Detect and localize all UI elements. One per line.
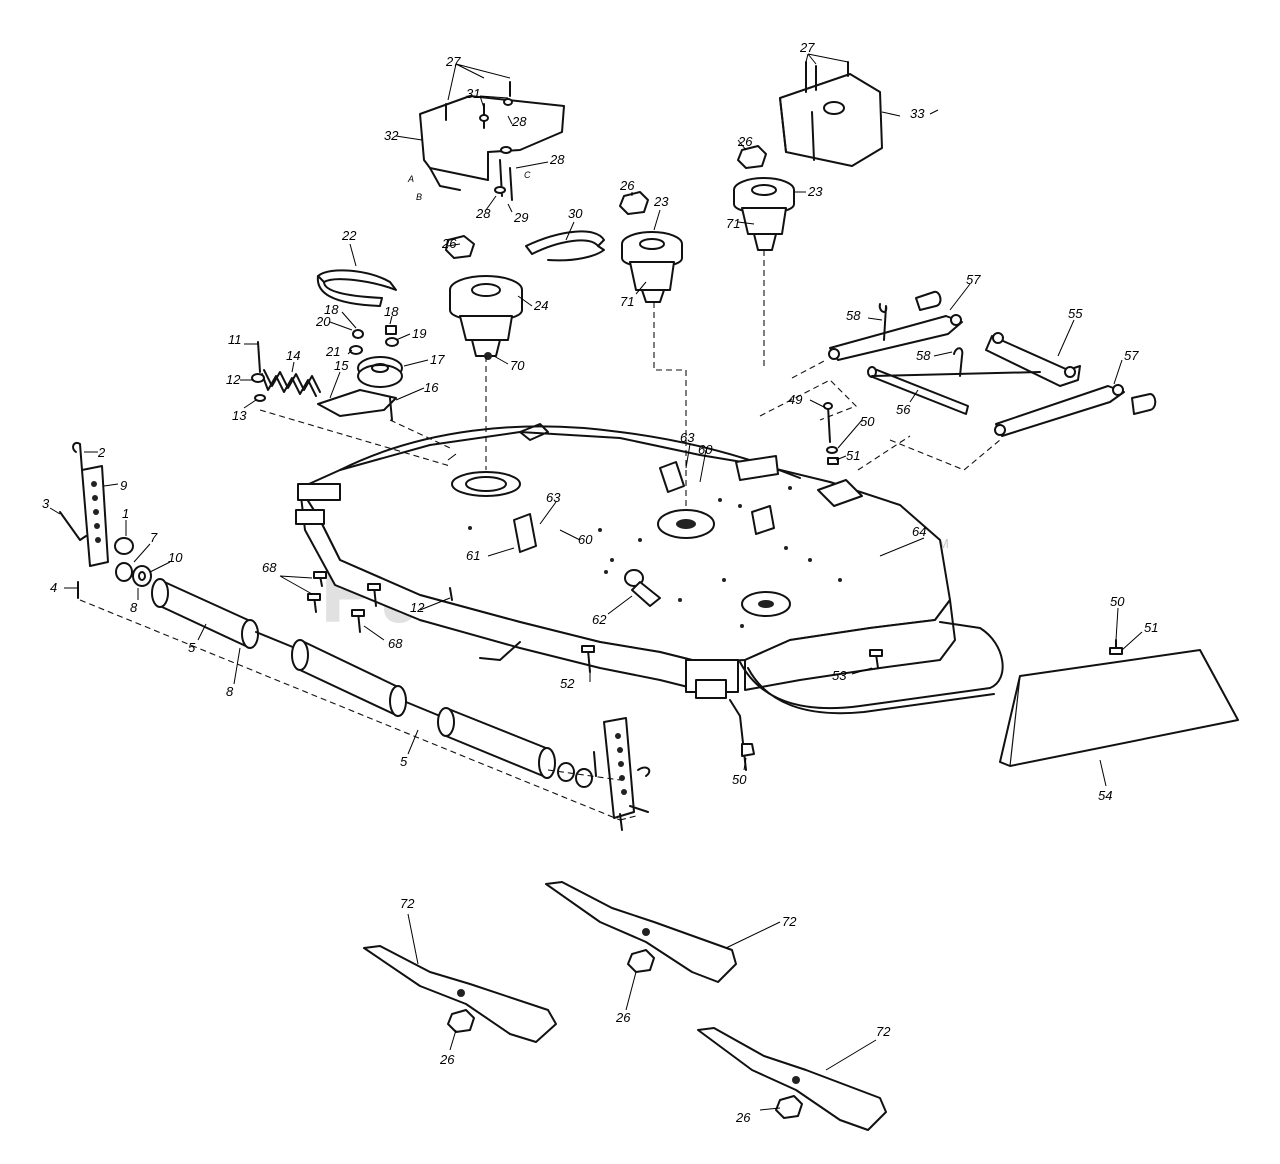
idler-arm-assembly xyxy=(251,325,451,467)
callout-55: 55 xyxy=(1068,306,1083,321)
callout-10: 10 xyxy=(168,550,183,565)
callout-13: 13 xyxy=(232,408,247,423)
callout-12-left: 12 xyxy=(226,372,241,387)
callout-50-bottom: 50 xyxy=(732,772,747,787)
callout-62: 62 xyxy=(592,612,607,627)
callout-23-right: 23 xyxy=(807,184,823,199)
callout-70: 70 xyxy=(510,358,525,373)
callout-31: 31 xyxy=(466,86,480,101)
callout-58-top: 58 xyxy=(846,308,861,323)
view-letter-b: B xyxy=(416,192,422,202)
spindle-pulleys xyxy=(445,145,795,510)
callout-54: 54 xyxy=(1098,788,1112,803)
callout-11: 11 xyxy=(228,332,242,347)
callout-57-right: 57 xyxy=(1124,348,1139,363)
callout-8-left: 8 xyxy=(130,600,138,615)
leader-lines xyxy=(49,53,1143,1111)
callout-72-left: 72 xyxy=(400,896,415,911)
callout-27-right: 27 xyxy=(799,40,815,55)
drive-belts xyxy=(316,230,605,307)
callout-58-mid: 58 xyxy=(916,348,931,363)
callout-61: 61 xyxy=(466,548,480,563)
callout-19: 19 xyxy=(412,326,426,341)
callout-63-right: 63 xyxy=(680,430,695,445)
callout-72-right: 72 xyxy=(876,1024,891,1039)
callout-52: 52 xyxy=(560,676,575,691)
callout-12-center: 12 xyxy=(410,600,425,615)
callout-23-left: 23 xyxy=(653,194,669,209)
callout-5-right: 5 xyxy=(400,754,408,769)
callout-56: 56 xyxy=(896,402,911,417)
callout-50-top: 50 xyxy=(860,414,875,429)
callout-14: 14 xyxy=(286,348,300,363)
mower-deck-housing xyxy=(295,423,1004,771)
callout-26-blade-left: 26 xyxy=(439,1052,455,1067)
callout-17: 17 xyxy=(430,352,445,367)
callout-51-right: 51 xyxy=(1144,620,1158,635)
callout-15: 15 xyxy=(334,358,349,373)
callout-71-right: 71 xyxy=(726,216,740,231)
callout-20: 20 xyxy=(315,314,331,329)
callout-72-mid: 72 xyxy=(782,914,797,929)
callout-18-left: 18 xyxy=(324,302,339,317)
callout-33: 33 xyxy=(910,106,925,121)
callout-51-top: 51 xyxy=(846,448,860,463)
view-letter-c: C xyxy=(524,170,531,180)
callout-32: 32 xyxy=(384,128,399,143)
deck-lift-linkage xyxy=(759,290,1157,471)
callout-9: 9 xyxy=(120,478,127,493)
callout-5-left: 5 xyxy=(188,640,196,655)
callout-1: 1 xyxy=(122,506,129,521)
callout-28-low: 28 xyxy=(475,206,491,221)
callout-26-center: 26 xyxy=(441,236,457,251)
callout-71-left: 71 xyxy=(620,294,634,309)
callout-26-blade-mid: 26 xyxy=(615,1010,631,1025)
view-letter-a: A xyxy=(407,174,414,184)
callout-64: 64 xyxy=(912,524,926,539)
callout-53: 53 xyxy=(832,668,847,683)
callout-29: 29 xyxy=(513,210,528,225)
callout-50-right: 50 xyxy=(1110,594,1125,609)
callout-30: 30 xyxy=(568,206,583,221)
belt-covers xyxy=(419,61,883,201)
callout-26-blade-right: 26 xyxy=(735,1110,751,1125)
callout-16: 16 xyxy=(424,380,439,395)
callout-8-mid: 8 xyxy=(226,684,234,699)
callout-27-left: 27 xyxy=(445,54,461,69)
callout-26-mid: 26 xyxy=(619,178,635,193)
callout-2: 2 xyxy=(97,445,106,460)
callout-49: 49 xyxy=(788,392,802,407)
view-reference-letters: A B C xyxy=(407,170,531,202)
callout-68-top: 68 xyxy=(262,560,277,575)
callout-57-top: 57 xyxy=(966,272,981,287)
mower-blades xyxy=(363,881,887,1131)
callout-60-left: 60 xyxy=(578,532,593,547)
anti-scalp-roller-assembly xyxy=(59,442,651,831)
callout-68-bottom: 68 xyxy=(388,636,403,651)
callout-28-mid: 28 xyxy=(549,152,565,167)
callout-24: 24 xyxy=(533,298,548,313)
callout-63-left: 63 xyxy=(546,490,561,505)
callout-60-right: 60 xyxy=(698,442,713,457)
callout-4: 4 xyxy=(50,580,57,595)
callout-21: 21 xyxy=(325,344,340,359)
callout-3: 3 xyxy=(42,496,50,511)
callout-7: 7 xyxy=(150,530,158,545)
callout-26-right: 26 xyxy=(737,134,753,149)
discharge-deflector xyxy=(999,639,1239,767)
callout-28-top: 28 xyxy=(511,114,527,129)
deck-hardware-bottom xyxy=(449,587,883,757)
part-callouts: 2 3 9 1 7 10 4 8 11 12 13 14 15 16 17 20… xyxy=(42,40,1158,1125)
callout-22: 22 xyxy=(341,228,357,243)
callout-18-right: 18 xyxy=(384,304,399,319)
